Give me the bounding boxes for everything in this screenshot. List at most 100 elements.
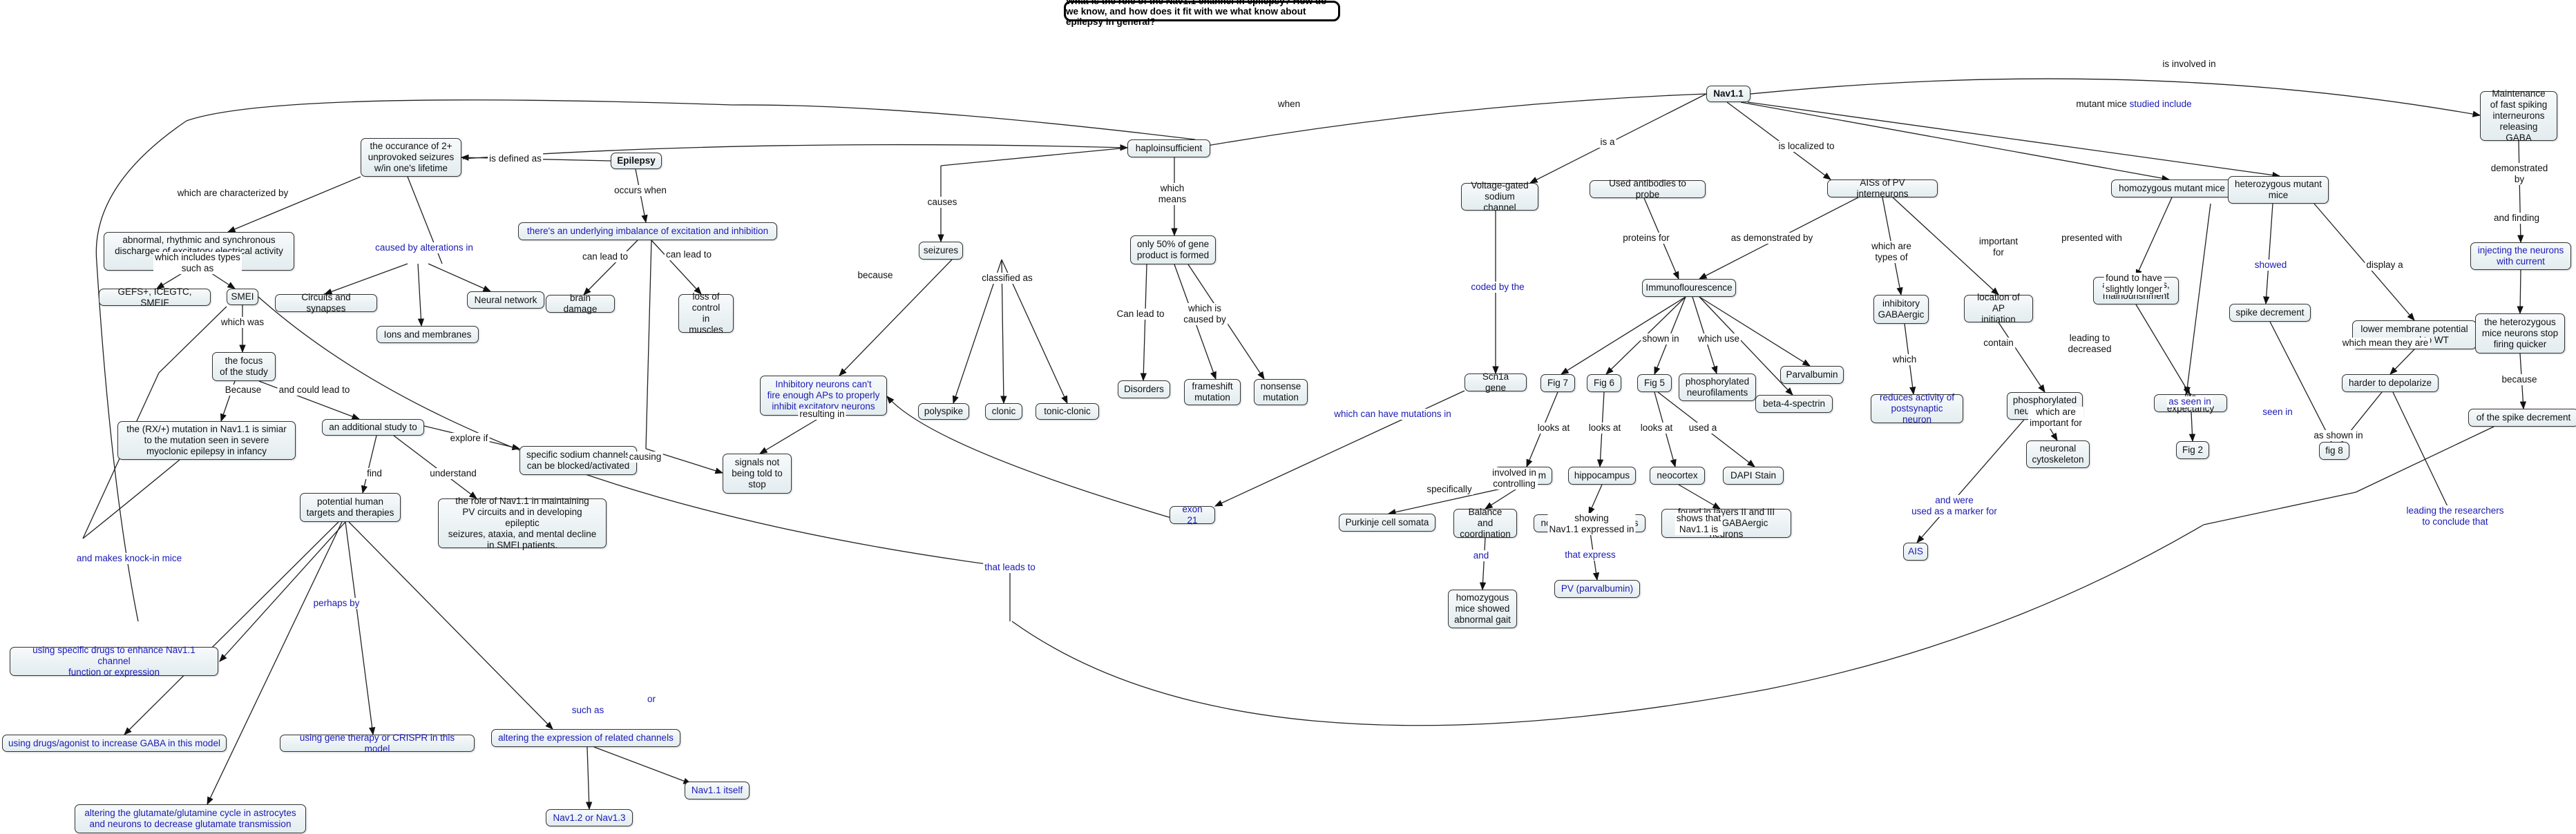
link-label-mutant-mice: mutant mice studied include xyxy=(2074,99,2193,110)
node-hetero-stop[interactable]: the heterozygous mice neurons stop firin… xyxy=(2475,313,2565,353)
node-neural[interactable]: Neural network xyxy=(467,291,544,309)
node-location-ap[interactable]: location of AP initiation xyxy=(1964,292,2033,324)
node-fig6[interactable]: Fig 6 xyxy=(1587,374,1621,392)
node-fig5[interactable]: Fig 5 xyxy=(1637,374,1672,392)
node-text: Immunoflourescence xyxy=(1645,282,1733,293)
node-vgsc[interactable]: Voltage-gated sodium channel xyxy=(1461,180,1538,213)
node-text: spike decrement xyxy=(2235,307,2305,318)
node-hetero-mutant[interactable]: heterozygous mutant mice xyxy=(2228,176,2329,204)
node-parvalbumin[interactable]: Parvalbumin xyxy=(1780,366,1844,384)
node-seizures[interactable]: seizures xyxy=(919,242,963,260)
node-purkinje[interactable]: Purkinje cell somata xyxy=(1339,514,1435,532)
node-immuno[interactable]: Immunoflourescence xyxy=(1642,279,1736,297)
node-homo-showed[interactable]: homozygous mice showed abnormal gait xyxy=(1448,590,1517,628)
node-text: injecting the neurons with current xyxy=(2477,245,2564,266)
node-epilepsy[interactable]: Epilepsy xyxy=(611,153,662,169)
node-text: Inhibitory neurons can't fire enough APs… xyxy=(767,379,880,411)
node-polyspike[interactable]: polyspike xyxy=(918,403,969,420)
node-signals[interactable]: signals not being told to stop xyxy=(723,454,792,494)
connector-line xyxy=(124,521,339,735)
node-reduces[interactable]: reduces activity of postsynaptic neuron xyxy=(1871,392,1963,425)
node-exon21[interactable]: exon 21 xyxy=(1170,504,1215,525)
connector-line xyxy=(2135,197,2173,278)
node-fig2[interactable]: Fig 2 xyxy=(2176,441,2209,459)
connector-line xyxy=(207,521,343,806)
link-label-that-leads-to: that leads to xyxy=(983,562,1037,573)
node-frameshift[interactable]: frameshift mutation xyxy=(1184,379,1241,405)
node-text: seizures xyxy=(923,245,959,255)
node-antibodies[interactable]: Used antibodies to probe xyxy=(1590,178,1706,200)
node-beta4[interactable]: beta-4-spectrin xyxy=(1755,395,1833,413)
node-ais[interactable]: AIS xyxy=(1903,543,1928,561)
node-clonic[interactable]: clonic xyxy=(985,403,1022,420)
node-spike-dec[interactable]: spike decrement xyxy=(2229,304,2311,322)
node-text: tonic-clonic xyxy=(1044,406,1091,416)
node-only50[interactable]: only 50% of gene product is formed xyxy=(1130,235,1216,264)
node-nav11-itself[interactable]: Nav1.1 itself xyxy=(685,782,750,799)
node-role[interactable]: the role of Nav1.1 in maintaining PV cir… xyxy=(438,496,607,550)
link-label-occurs-when: occurs when xyxy=(613,185,668,196)
node-hippocampus[interactable]: hippocampus xyxy=(1568,467,1636,485)
link-label-looks-at-3: looks at xyxy=(1639,423,1675,434)
node-rx[interactable]: the (RX/+) mutation in Nav1.1 is simiar … xyxy=(117,421,296,460)
node-neuronal[interactable]: neuronal cytoskeleton xyxy=(2026,440,2090,468)
node-glutamate[interactable]: altering the glutamate/glutamine cycle i… xyxy=(75,804,306,833)
node-ions[interactable]: Ions and membranes xyxy=(376,326,479,343)
node-nav11[interactable]: Nav1.1 xyxy=(1706,86,1750,102)
node-loss-control[interactable]: loss of control in muscles xyxy=(678,291,734,335)
link-label-classified-as: classified as xyxy=(980,273,1034,284)
node-potential[interactable]: potential human targets and therapies xyxy=(300,493,401,522)
node-text: AIS xyxy=(1908,546,1923,556)
node-focus[interactable]: the focus of the study xyxy=(212,352,276,381)
node-nonsense[interactable]: nonsense mutation xyxy=(1254,379,1308,405)
link-label-as-seen-in-1: as seen in xyxy=(2167,396,2213,407)
connector-line xyxy=(1194,93,1707,150)
node-homo-mutant[interactable]: homozygous mutant mice xyxy=(2111,180,2233,197)
node-text: harder to depolarize xyxy=(2348,378,2432,388)
node-of-spike[interactable]: of the spike decrement xyxy=(2468,409,2576,427)
link-label-proteins-for: proteins for xyxy=(1621,233,1671,244)
link-label-which-are-important-for: which are important for xyxy=(2028,407,2083,429)
connector-line xyxy=(96,262,139,622)
node-altering-channels[interactable]: altering the expression of related chann… xyxy=(491,729,680,747)
node-circuits[interactable]: Circuits and synapses xyxy=(275,292,377,313)
node-gefs[interactable]: GEFS+, ICEGTC, SMEIF xyxy=(99,287,211,308)
node-occurance[interactable]: the occurance of 2+ unprovoked seizures … xyxy=(361,138,461,177)
node-text: of the spike decrement xyxy=(2476,412,2571,423)
node-brain-damage[interactable]: brain damage xyxy=(546,293,615,314)
link-label-and-were-used-as-marker: and were used as a marker for xyxy=(1910,495,1998,517)
node-maintenance[interactable]: Maintenance of fast spiking interneurons… xyxy=(2480,88,2557,143)
node-smei[interactable]: SMEI xyxy=(227,289,258,305)
link-label-which-mean-they-are: which mean they are xyxy=(2340,338,2430,349)
node-tonic-clonic[interactable]: tonic-clonic xyxy=(1036,403,1099,420)
node-nav12[interactable]: Nav1.2 or Nav1.3 xyxy=(546,809,633,826)
node-text: location of AP initiation xyxy=(1977,292,2020,324)
node-fig8[interactable]: fig 8 xyxy=(2319,442,2349,460)
link-label-when: when xyxy=(1276,99,1302,110)
node-pv[interactable]: PV (parvalbumin) xyxy=(1554,580,1640,598)
node-neocortex[interactable]: neocortex xyxy=(1650,467,1705,485)
node-balance[interactable]: Balance and coordination xyxy=(1453,507,1517,539)
node-sodium-block[interactable]: specific sodium channels can be blocked/… xyxy=(519,446,637,475)
node-text: fig 8 xyxy=(2325,445,2343,456)
node-phospho1[interactable]: phosphorylated neurofilaments xyxy=(1679,374,1756,401)
link-label-and-could-lead-to: and could lead to xyxy=(277,385,352,396)
node-imbalance[interactable]: there's an underlying imbalance of excit… xyxy=(518,222,777,240)
node-injecting[interactable]: injecting the neurons with current xyxy=(2470,242,2571,270)
node-scn1a[interactable]: Scn1a gene xyxy=(1464,371,1527,393)
node-ais-pv[interactable]: AISs of PV interneurons xyxy=(1827,177,1938,199)
node-haplo[interactable]: haploinsufficient xyxy=(1127,139,1210,157)
node-inhib-gaba[interactable]: inhibitory GABAergic xyxy=(1873,295,1929,324)
node-drugs-enhance[interactable]: using specific drugs to enhance Nav1.1 c… xyxy=(10,645,218,677)
node-gene-therapy[interactable]: using gene therapy or CRISPR in this mod… xyxy=(280,733,475,754)
node-additional[interactable]: an additional study to xyxy=(322,419,424,436)
node-drugs-gaba[interactable]: using drugs/agonist to increase GABA in … xyxy=(2,735,227,752)
node-text: Nav1.1 itself xyxy=(691,785,743,795)
node-disorders[interactable]: Disorders xyxy=(1118,380,1170,398)
link-label-which-includes-types-such-as: which includes types such as xyxy=(153,252,242,274)
node-fig7[interactable]: Fig 7 xyxy=(1540,374,1575,392)
node-dapi[interactable]: DAPI Stain xyxy=(1723,467,1784,485)
node-harder[interactable]: harder to depolarize xyxy=(2342,374,2439,392)
link-label-which-is-caused-by: which is caused by xyxy=(1182,303,1228,325)
